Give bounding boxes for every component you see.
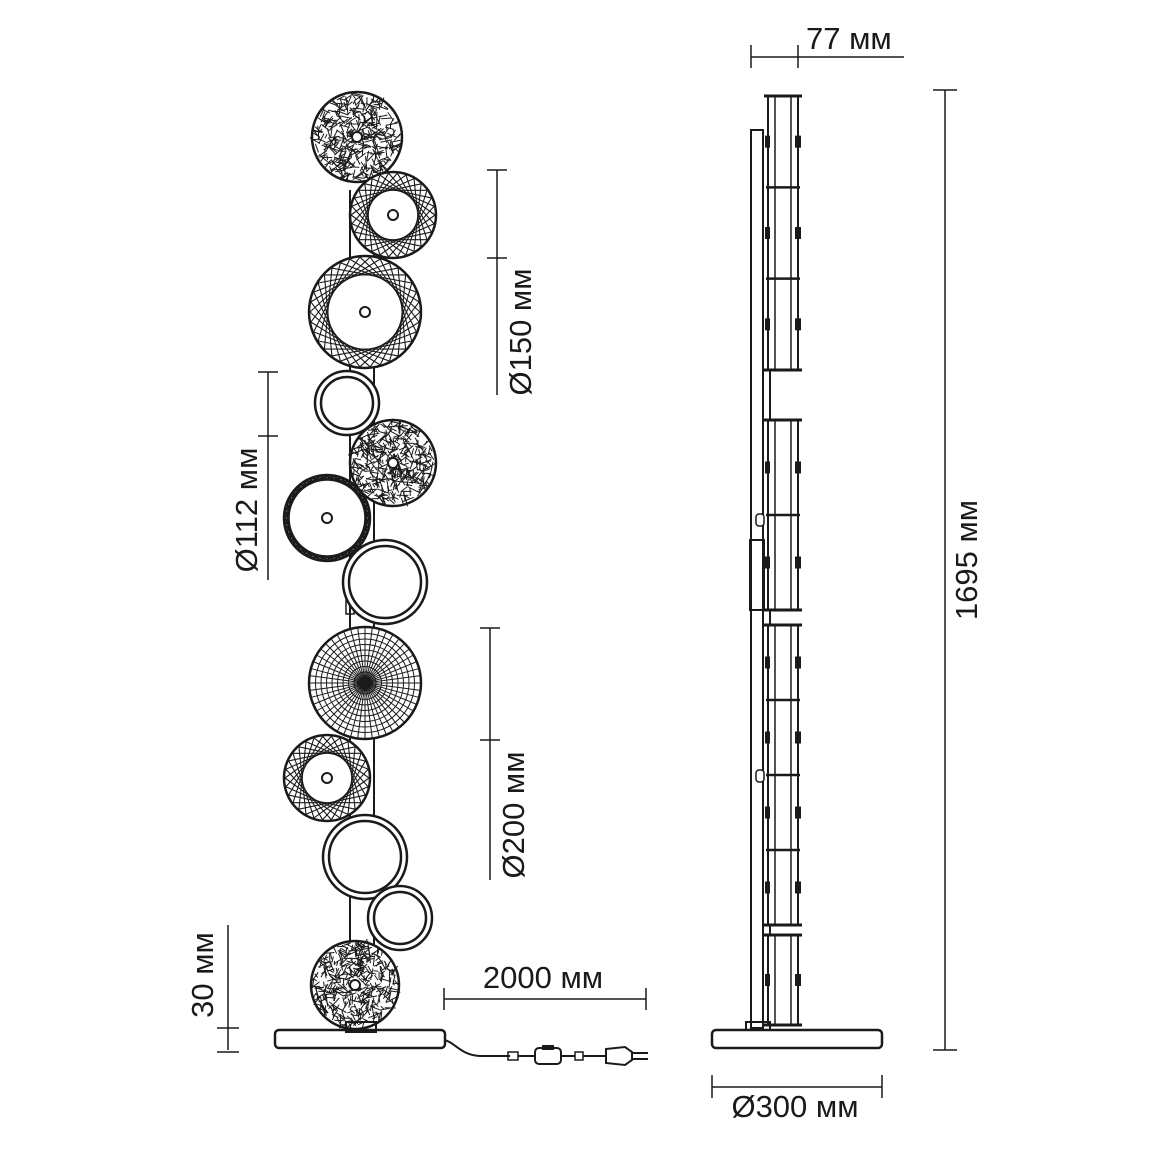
shade-ring-medium-upper <box>341 538 429 626</box>
shade-ring-medium-lower <box>321 813 409 901</box>
front-view <box>273 90 648 1067</box>
shade-large-label: Ø200 мм <box>496 751 531 878</box>
shade-textured-bottom <box>309 938 401 1031</box>
side-base <box>710 1028 884 1050</box>
cable-sleeve-icon <box>574 1051 584 1061</box>
shade-radial-dark <box>282 473 372 563</box>
front-base <box>273 1028 447 1050</box>
height-label: 1695 мм <box>949 500 984 620</box>
side-shade-group-2 <box>764 418 802 612</box>
side-connector <box>749 539 765 611</box>
rod-junction-icon <box>755 769 765 783</box>
depth-label: 77 мм <box>806 21 892 56</box>
dimension-lines: 77 мм 1695 мм Ø300 мм 2000 мм 30 мм Ø112… <box>185 21 984 1124</box>
shade-rosette-large <box>307 254 423 370</box>
inline-switch-icon <box>534 1047 562 1065</box>
power-cable <box>443 1039 510 1057</box>
side-shade-group-4 <box>764 933 802 1027</box>
shade-web-large <box>307 625 423 741</box>
base-diameter-label: Ø300 мм <box>731 1089 858 1124</box>
side-shade-group-1 <box>764 94 802 372</box>
shade-textured-top <box>309 90 404 184</box>
shade-small-label: Ø112 мм <box>229 448 264 573</box>
base-height-label: 30 мм <box>185 932 220 1018</box>
base-neck <box>345 1021 377 1033</box>
shade-rosette-upper <box>348 170 438 260</box>
power-plug-icon <box>605 1045 633 1067</box>
side-shade-stack <box>755 94 802 1027</box>
shade-rosette-lower <box>282 733 372 823</box>
switch-button-icon <box>542 1045 554 1050</box>
side-view <box>710 94 884 1050</box>
rod-junction-icon <box>755 513 765 527</box>
cable-length-label: 2000 мм <box>483 960 603 995</box>
shade-ring-small-upper <box>313 369 381 437</box>
shade-medium-label: Ø150 мм <box>503 268 538 395</box>
shade-stack <box>282 90 438 1031</box>
shade-textured-middle <box>347 418 438 508</box>
side-shade-group-3 <box>764 623 802 927</box>
side-stand-rod <box>750 129 764 1029</box>
shade-ring-small-lower <box>366 884 434 952</box>
